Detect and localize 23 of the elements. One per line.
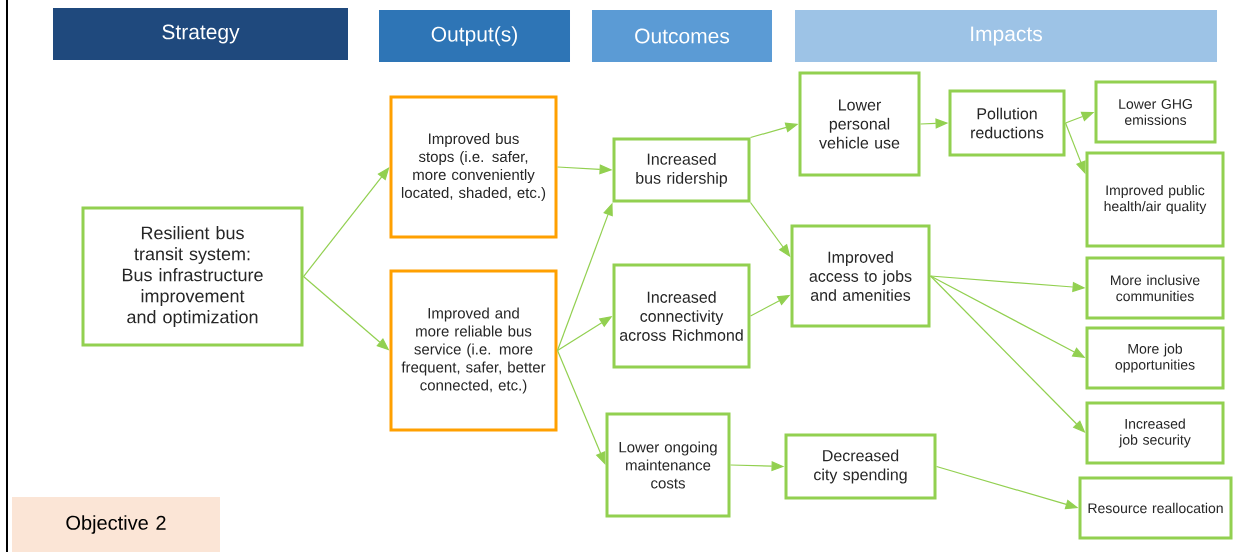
outcome-box: Lower personal vehicle use: [798, 71, 921, 177]
output-box: Improved bus stops (i.e. safer, more conveniently located, shaded, etc.): [389, 95, 558, 239]
outcome-box: More job opportunities: [1085, 326, 1225, 390]
outcome-box: Resilient bus transit system: Bus infrastructure improvement and optimization: [81, 206, 304, 347]
arrow: [556, 349, 606, 465]
outcome-box: Increased job security: [1085, 401, 1225, 465]
outcome-box: Pollution reductions: [948, 89, 1066, 157]
outcome-box: Increased bus ridership: [612, 137, 751, 203]
outcome-box: Resource reallocation: [1078, 476, 1233, 540]
header-band: Output(s): [379, 10, 570, 62]
output-box: Improved and more reliable bus service (i.e. more frequent, safer, better connected, etc.): [389, 269, 558, 432]
header-band: Impacts: [795, 10, 1217, 62]
header-band: Strategy: [53, 8, 348, 60]
outcome-box: Improved access to jobs and amenities: [790, 224, 931, 328]
outcome-box: Increased connectivity across Richmond: [612, 263, 751, 369]
objective-label: Objective 2: [12, 497, 220, 552]
arrow: [302, 167, 390, 278]
outcome-box: More inclusive communities: [1085, 256, 1225, 320]
outcome-box: Lower GHG emissions: [1094, 80, 1217, 144]
outcome-box: Lower ongoing maintenance costs: [605, 412, 731, 518]
header-band: Outcomes: [592, 10, 772, 62]
outcome-box: Decreased city spending: [784, 433, 937, 500]
outcome-box: Improved public health/air quality: [1085, 151, 1225, 248]
